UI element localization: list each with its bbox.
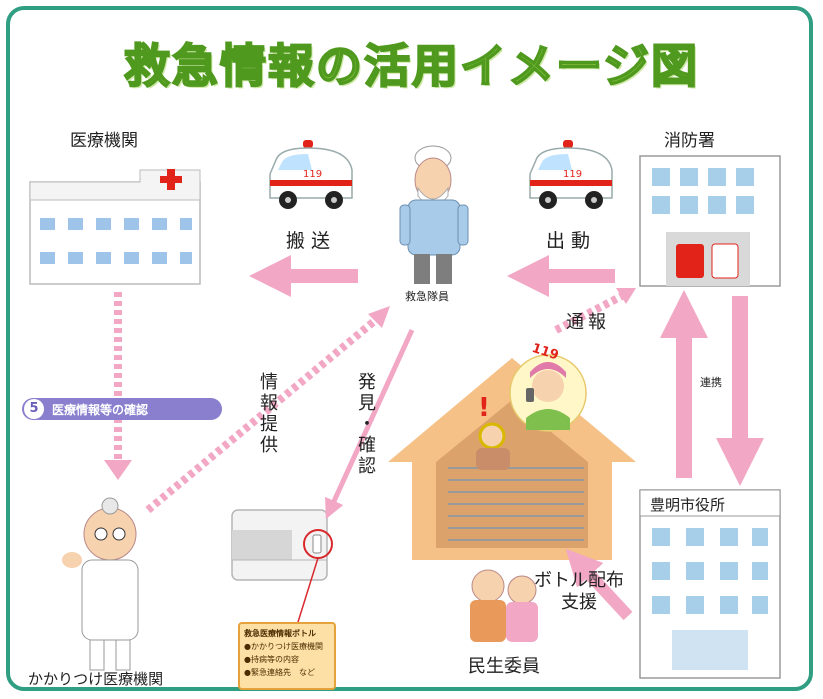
fire-station-label: 消防署	[664, 131, 715, 151]
bottle-note-item: ●かかりつけ医療機関	[244, 642, 324, 651]
hospital-label: 医療機関	[70, 131, 138, 151]
fire-station-building-icon	[639, 155, 781, 287]
family-doctor-label: かかりつけ医療機関	[28, 670, 164, 688]
bottle-support-label: ボトル配布 支援	[534, 570, 624, 613]
report-arrowhead	[616, 288, 636, 304]
diagram-frame	[6, 6, 813, 691]
paramedic-figure-icon	[399, 145, 469, 284]
bottle-note-title: 救急医療情報ボトル	[244, 629, 316, 638]
welfare-commissioner-label: 民生委員	[468, 656, 540, 677]
city-hall-building-icon	[639, 489, 781, 679]
diagram-title: 救急情報の活用イメージ図	[123, 38, 700, 94]
ambulance-119-label-1: 119	[303, 169, 322, 180]
discovery-arrow	[325, 328, 415, 520]
hospital-building-icon	[29, 169, 201, 285]
step-badge-label: 医療情報等の確認	[52, 402, 149, 417]
doctor-check-arrowhead	[104, 460, 132, 480]
phone-call-bubble-icon	[509, 354, 587, 432]
discovery-label: 発見・確認	[355, 372, 376, 477]
info-provision-dotted-line	[145, 314, 381, 514]
report-label: 通報	[566, 312, 610, 333]
svg-text:!: !	[478, 393, 490, 423]
bottle-callout-line	[297, 557, 319, 623]
info-provision-arrowhead	[368, 306, 390, 328]
bottle-info-note: 救急医療情報ボトル ●かかりつけ医療機関 ●持病等の内容 ●緊急連絡先 など	[238, 622, 336, 690]
bottle-note-item: ●持病等の内容	[244, 655, 299, 664]
refrigerator-icon	[231, 509, 333, 581]
paramedic-label: 救急隊員	[405, 290, 449, 303]
ambulance-icon-transport	[269, 140, 353, 209]
transport-label: 搬送	[286, 230, 337, 252]
bottle-note-item: ●緊急連絡先 など	[244, 668, 315, 677]
bottle-support-arrow	[565, 548, 633, 621]
city-hall-label: 豊明市役所	[650, 496, 726, 514]
step-badge: 5 医療情報等の確認	[22, 398, 222, 420]
cooperation-label: 連携	[700, 376, 722, 389]
step-badge-number: 5	[24, 399, 44, 419]
welfare-commissioner-figures-icon	[470, 569, 538, 642]
report-dotted-line	[554, 292, 624, 334]
doctor-figure-icon	[62, 497, 139, 671]
house-with-fallen-person-icon: !	[388, 358, 636, 560]
ambulance-119-label-2: 119	[563, 169, 582, 180]
dispatch-label: 出動	[546, 230, 597, 252]
info-provision-label: 情報提供	[257, 372, 278, 456]
ambulance-icon-dispatch	[529, 140, 613, 209]
